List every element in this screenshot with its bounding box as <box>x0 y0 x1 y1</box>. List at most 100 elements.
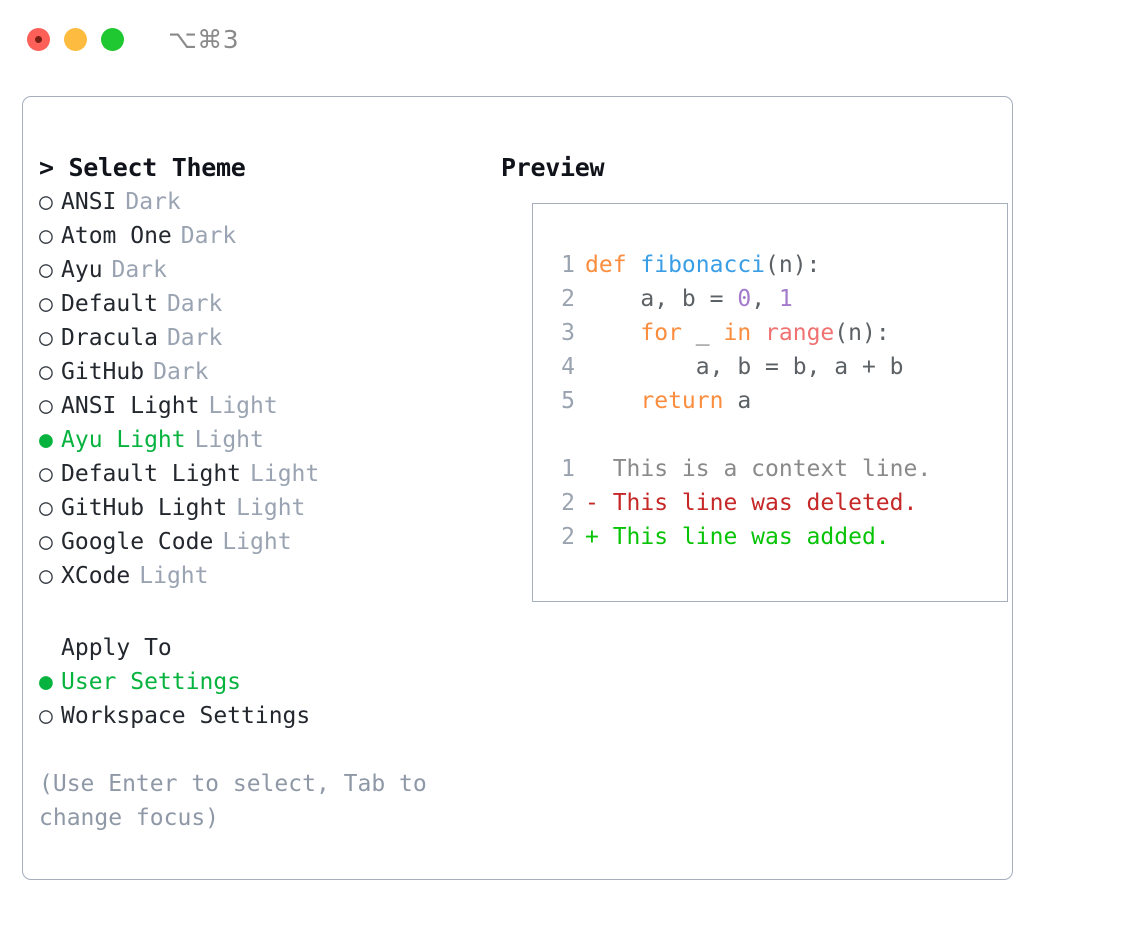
code-line: 3 for _ in range(n): <box>545 316 995 350</box>
close-window-button[interactable] <box>27 27 50 51</box>
line-number: 1 <box>561 252 575 278</box>
line-number: 2 <box>561 286 575 312</box>
theme-option-label: XCode <box>61 563 131 589</box>
code-text: This is a context line. <box>585 452 932 486</box>
theme-option-label: Default <box>61 291 158 317</box>
apply-to-option-row[interactable]: ● User Settings <box>39 665 489 699</box>
radio-unselected-icon: ○ <box>39 257 53 283</box>
code-token <box>585 388 640 414</box>
code-text: return a <box>585 384 751 418</box>
code-line: 2 a, b = 0, 1 <box>545 282 995 316</box>
code-line: 4 a, b = b, a + b <box>545 350 995 384</box>
radio-unselected-icon: ○ <box>39 223 53 249</box>
code-token: for <box>640 320 682 346</box>
theme-option-label: Dracula <box>61 325 158 351</box>
theme-variant-badge: Light <box>250 461 320 487</box>
traffic-light-group <box>27 27 124 51</box>
diff-sample: 1 This is a context line. 2 - This line wa… <box>545 452 995 554</box>
diff-line: 2+ This line was added. <box>545 520 995 554</box>
keyboard-shortcut-label: ⌥⌘3 <box>168 24 240 54</box>
code-spacer <box>545 418 995 452</box>
code-token: - This line was deleted. <box>585 490 918 516</box>
theme-variant-badge: Light <box>222 529 292 555</box>
code-token: 0 <box>737 286 752 312</box>
code-token: + This line was added. <box>585 524 890 550</box>
theme-option-row[interactable]: ○ Default Dark <box>39 287 489 321</box>
code-token: 1 <box>778 286 793 312</box>
theme-variant-badge: Light <box>194 427 264 453</box>
theme-variant-badge: Dark <box>166 291 223 317</box>
code-token: return <box>640 388 724 414</box>
theme-option-label: ANSI Light <box>61 393 200 419</box>
code-token: def <box>585 252 641 278</box>
theme-option-row[interactable]: ○ Default Light Light <box>39 457 489 491</box>
theme-option-label: Atom One <box>61 223 172 249</box>
code-text: for _ in range(n): <box>585 316 890 350</box>
code-token <box>585 320 640 346</box>
radio-unselected-icon: ○ <box>39 393 53 419</box>
code-token: (n): <box>834 320 890 346</box>
line-number: 2 <box>561 490 575 516</box>
apply-to-option-label: User Settings <box>61 669 242 695</box>
theme-option-label: Google Code <box>61 529 214 555</box>
code-text: + This line was added. <box>585 520 890 554</box>
code-text: a, b = b, a + b <box>585 350 904 384</box>
theme-option-row[interactable]: ○ Ayu Dark <box>39 253 489 287</box>
radio-unselected-icon: ○ <box>39 291 53 317</box>
radio-unselected-icon: ○ <box>39 495 53 521</box>
radio-unselected-icon: ○ <box>39 189 53 215</box>
code-token: , <box>751 286 779 312</box>
radio-selected-icon: ● <box>39 427 53 453</box>
theme-variant-badge: Light <box>236 495 306 521</box>
radio-unselected-icon: ○ <box>39 461 53 487</box>
theme-option-label: Ayu <box>61 257 103 283</box>
code-text: - This line was deleted. <box>585 486 917 520</box>
line-number: 5 <box>561 388 575 414</box>
theme-variant-badge: Dark <box>180 223 237 249</box>
code-token: This is a context line. <box>585 456 932 482</box>
diff-line: 2 - This line was deleted. <box>545 486 995 520</box>
code-token: fibonacci <box>640 252 766 278</box>
theme-option-label: Default Light <box>61 461 242 487</box>
line-number: 1 <box>561 456 575 482</box>
theme-option-row[interactable]: ○ Atom One Dark <box>39 219 489 253</box>
radio-selected-icon: ● <box>39 669 53 695</box>
theme-option-label: ANSI <box>61 189 117 215</box>
zoom-window-button[interactable] <box>101 27 124 51</box>
title-bar: ⌥⌘3 <box>0 0 1140 78</box>
apply-to-option-label: Workspace Settings <box>61 703 311 729</box>
theme-variant-badge: Dark <box>153 359 209 385</box>
code-line: 5 return a <box>545 384 995 418</box>
theme-option-label: Ayu Light <box>61 427 186 453</box>
theme-variant-badge: Dark <box>166 325 223 351</box>
apply-to-option-row[interactable]: ○Workspace Settings <box>39 699 489 733</box>
code-token: in <box>723 320 752 346</box>
minimize-window-button[interactable] <box>64 27 87 51</box>
apply-to-list[interactable]: ● User Settings ○Workspace Settings <box>39 665 489 733</box>
code-token: a, b = <box>585 286 738 312</box>
radio-unselected-icon: ○ <box>39 563 53 589</box>
code-token: a <box>723 388 752 414</box>
code-text: a, b = 0, 1 <box>585 282 793 316</box>
diff-line: 1 This is a context line. <box>545 452 995 486</box>
theme-variant-badge: Light <box>139 563 209 589</box>
apply-to-label: Apply To <box>61 635 172 661</box>
select-theme-heading: > Select Theme <box>39 153 246 182</box>
theme-option-row[interactable]: ● Ayu Light Light <box>39 423 489 457</box>
theme-option-row[interactable]: ○ XCode Light <box>39 559 489 593</box>
theme-variant-badge: Dark <box>111 257 167 283</box>
